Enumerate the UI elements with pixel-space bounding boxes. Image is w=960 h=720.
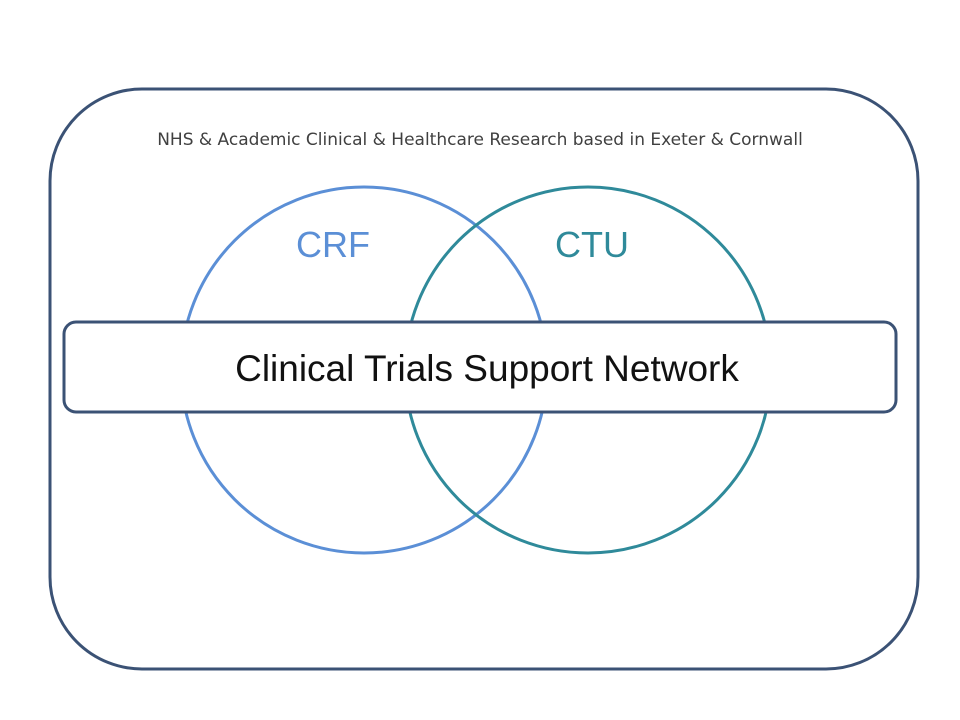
container-caption: NHS & Academic Clinical & Healthcare Res… [157, 130, 803, 150]
crf-label: CRF [296, 224, 370, 265]
outer-container [48, 87, 920, 671]
ctu-label: CTU [555, 224, 629, 265]
banner-box [62, 320, 898, 414]
banner-title: Clinical Trials Support Network [235, 348, 739, 389]
